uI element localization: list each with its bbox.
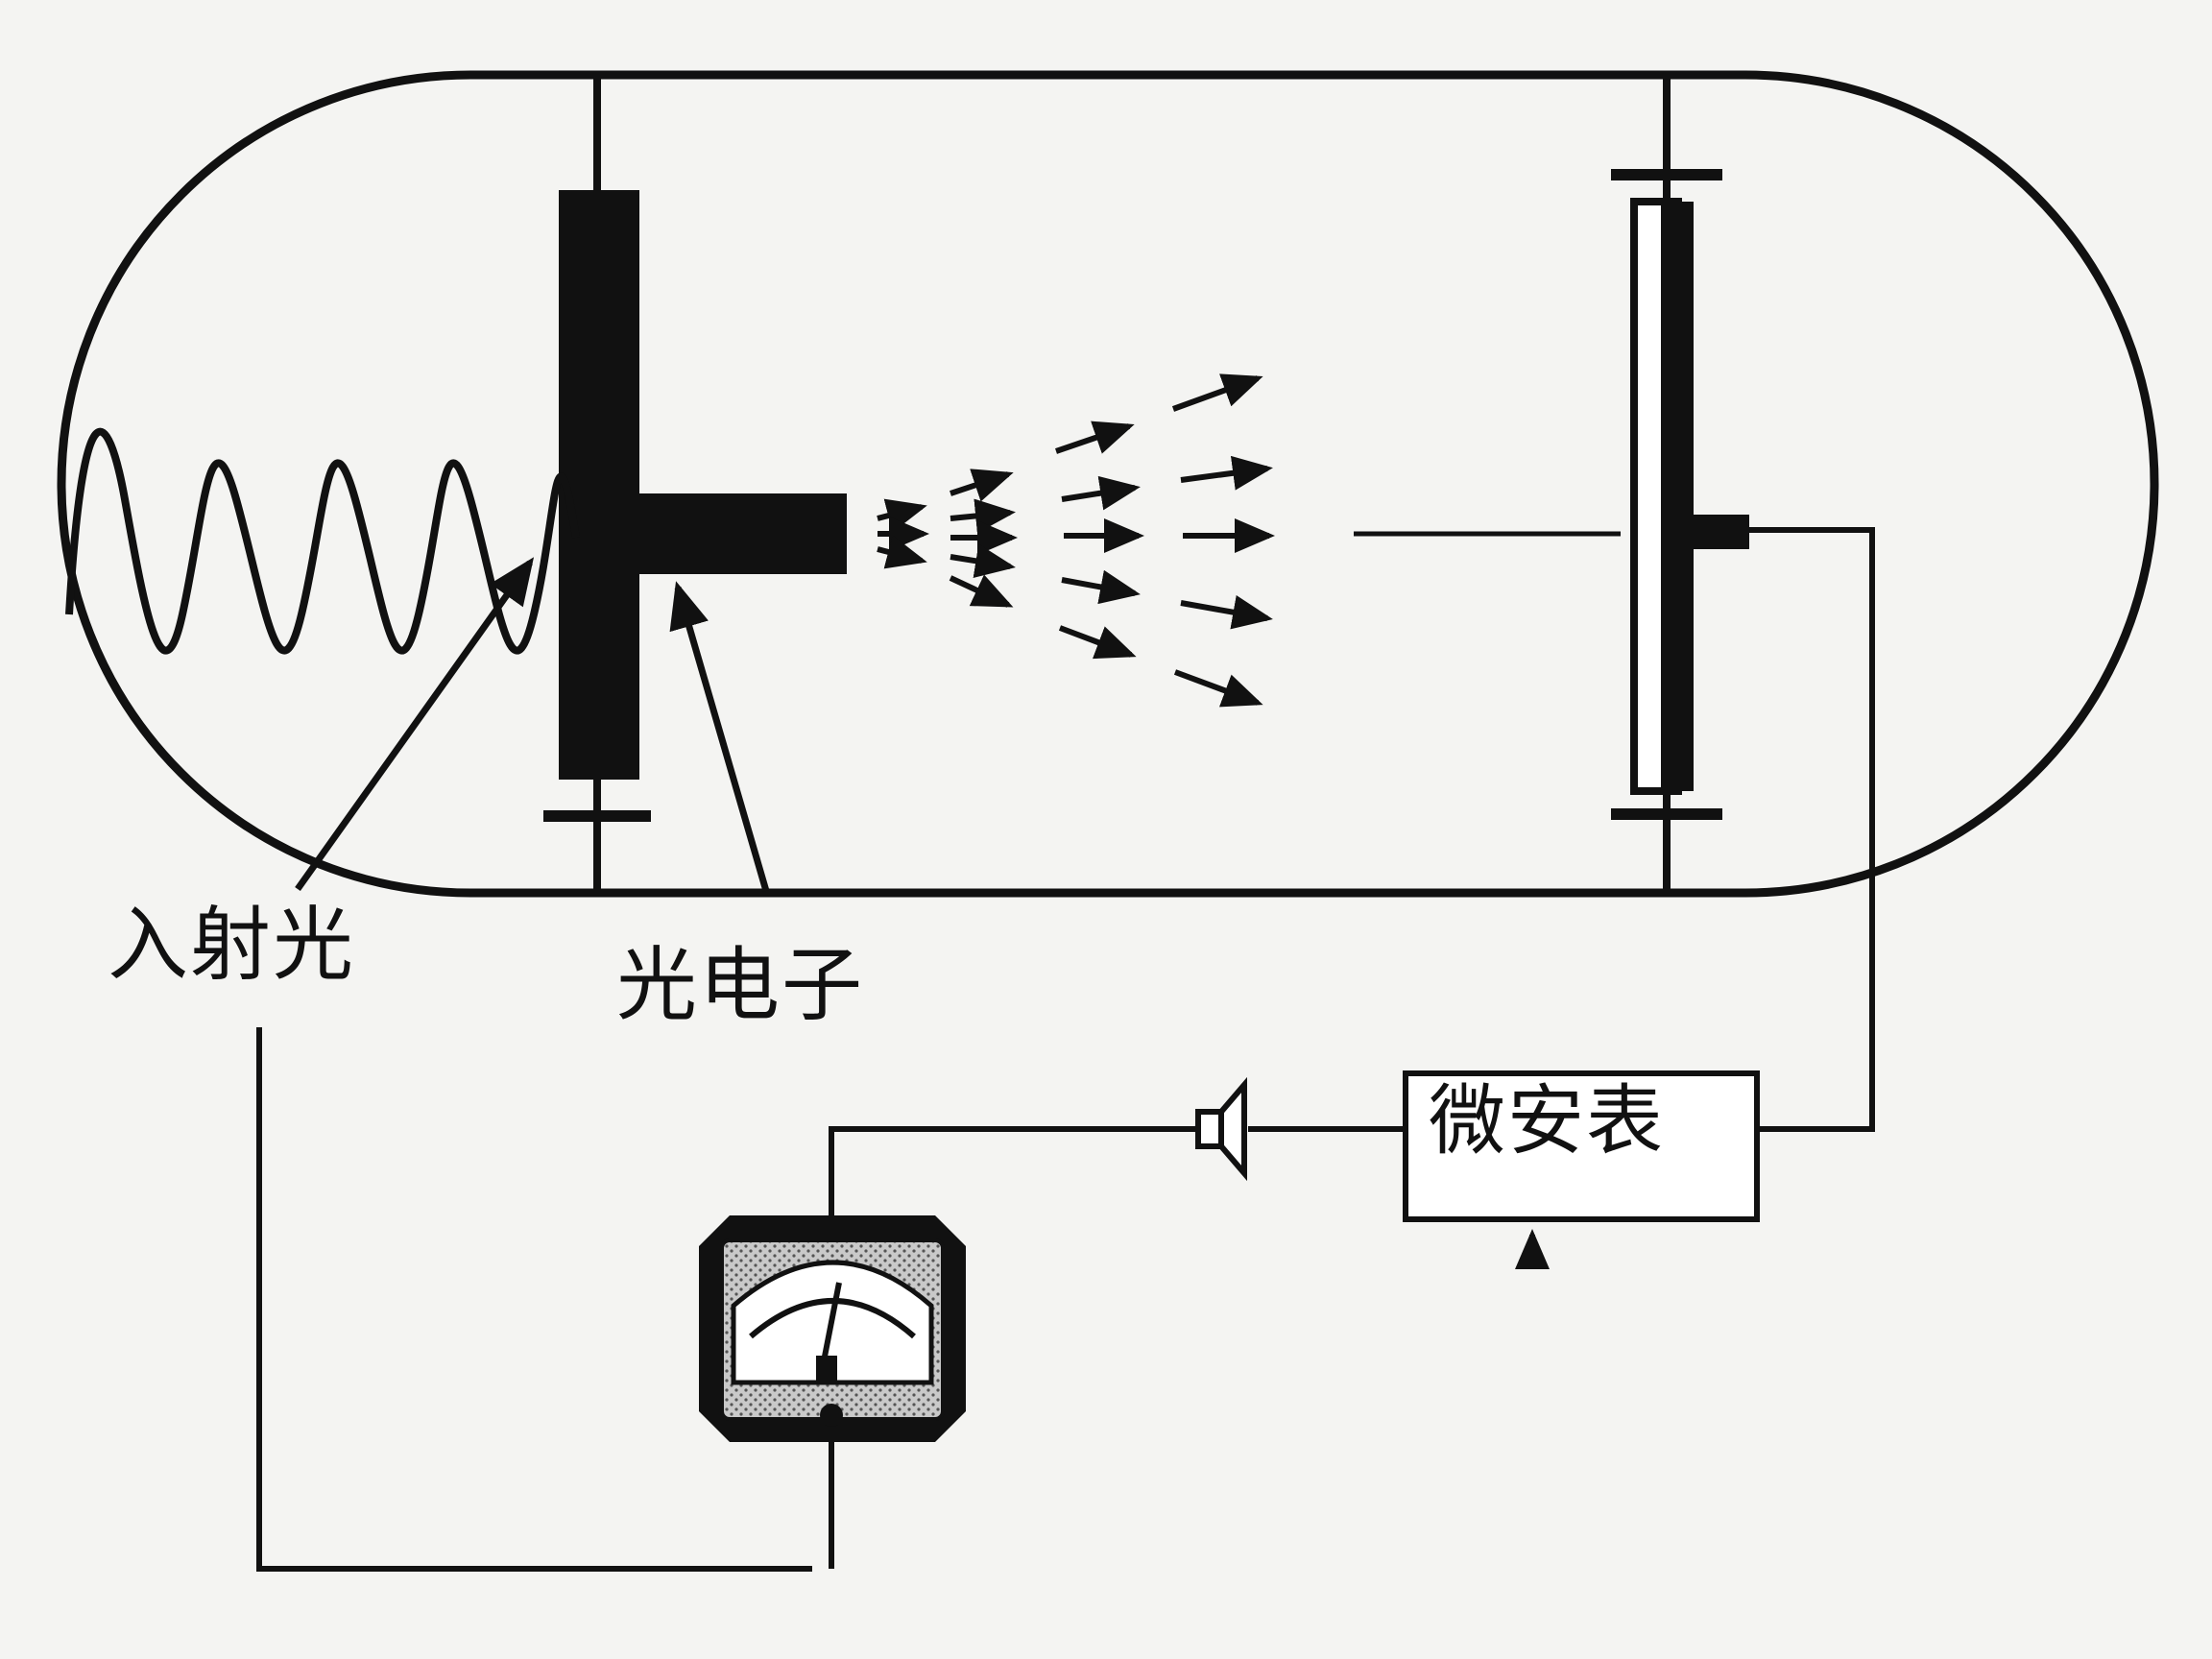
- electron-arrow: [1180, 594, 1273, 630]
- photoelectron-label: 光电子: [616, 938, 865, 1032]
- electron-arrow: [950, 543, 1016, 579]
- incident-light-wave: [65, 427, 580, 655]
- electron-arrow: [1061, 475, 1141, 511]
- microammeter-box: [1403, 1070, 1760, 1222]
- incident-light-leader-arrow: [295, 557, 535, 892]
- electron-arrow: [949, 574, 1014, 608]
- electron-arrow: [877, 498, 927, 533]
- microammeter-label: 微安表: [1429, 1076, 1665, 1166]
- electron-arrow: [1055, 421, 1135, 454]
- vacuum-tube-envelope: [57, 70, 2159, 898]
- electron-arrow: [1173, 669, 1263, 708]
- electron-arrow: [1058, 625, 1137, 660]
- cathode-electrode: [543, 79, 847, 889]
- electron-arrow: [1180, 455, 1273, 491]
- anode-electrode: [1611, 79, 1749, 889]
- photoelectron-leader-arrow: [669, 581, 770, 892]
- circuit-wires: [256, 527, 1875, 1572]
- electron-arrow: [877, 535, 927, 569]
- electron-arrow: [950, 469, 1014, 502]
- speaker-icon: [1195, 1076, 1247, 1182]
- electron-arrow: [1171, 373, 1263, 412]
- photoelectron-arrows: [877, 373, 1275, 708]
- electron-arrow: [1061, 569, 1141, 605]
- analog-meter-icon: [699, 1215, 966, 1442]
- electron-arrow: [950, 498, 1016, 534]
- incident-light-label: 入射光: [108, 898, 356, 992]
